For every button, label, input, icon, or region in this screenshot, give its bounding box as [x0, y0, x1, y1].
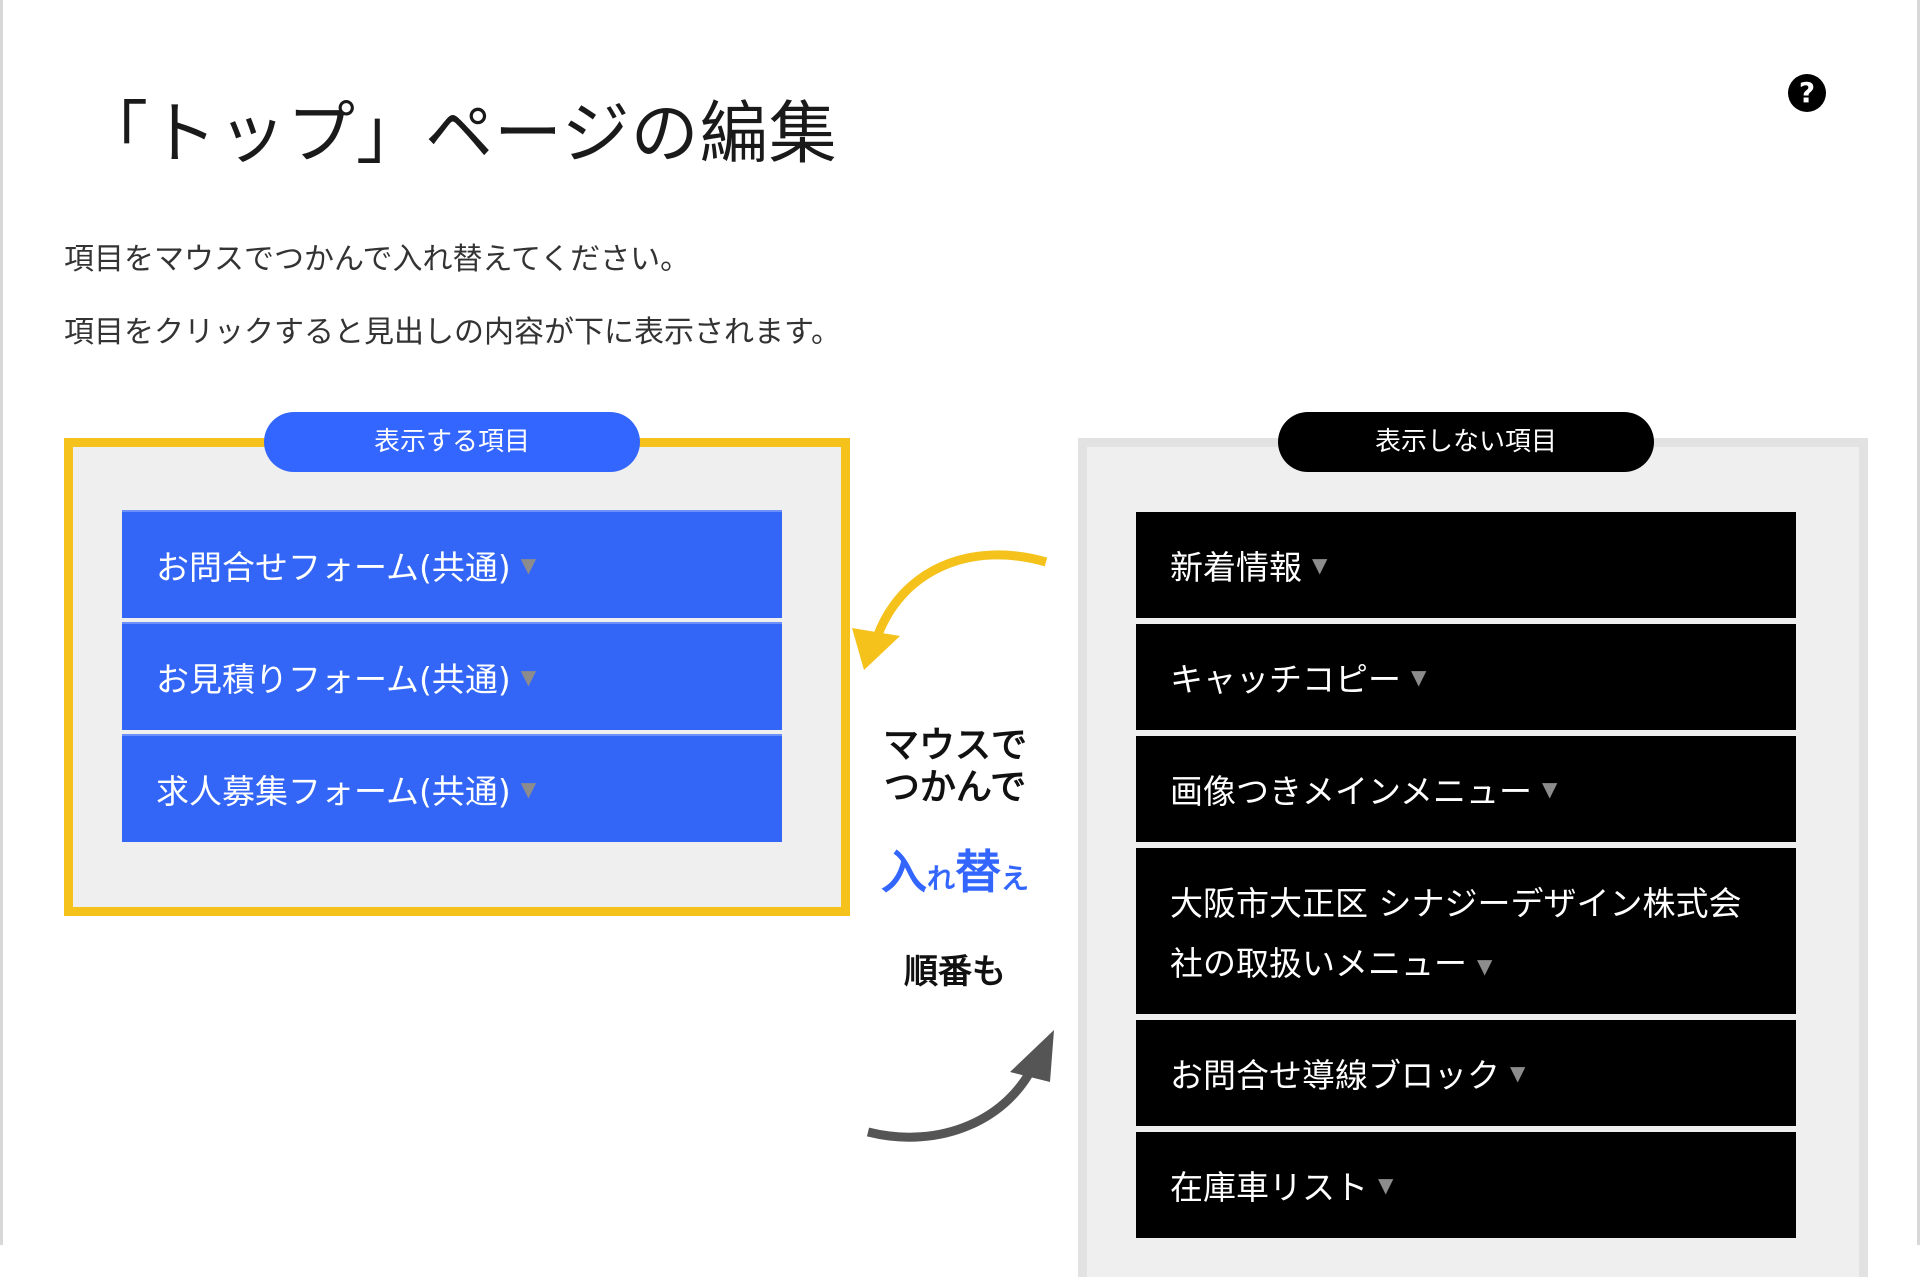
hidden-item[interactable]: 画像つきメインメニュー ▼ — [1136, 736, 1796, 842]
hint-grab: つかんで — [883, 767, 1027, 808]
caret-down-icon: ▼ — [1411, 665, 1427, 689]
hidden-item-label: 大阪市大正区 シナジーデザイン株式会社の取扱いメニュー▼ — [1170, 874, 1750, 996]
page-title: 「トップ」ページの編集 — [80, 95, 838, 174]
caret-down-icon: ▼ — [520, 553, 537, 577]
hidden-item-label: 画像つきメインメニュー — [1170, 772, 1533, 811]
hidden-item[interactable]: 在庫車リスト ▼ — [1136, 1132, 1796, 1238]
help-icon[interactable]: ? — [1788, 74, 1826, 112]
caret-down-icon: ▼ — [1477, 953, 1493, 978]
hidden-item[interactable]: キャッチコピー ▼ — [1136, 624, 1796, 730]
caret-down-icon: ▼ — [1542, 777, 1558, 801]
shown-items-label: 表示する項目 — [264, 412, 640, 472]
shown-item-label: 求人募集フォーム(共通) — [156, 772, 511, 811]
hidden-item-label: お問合せ導線ブロック — [1170, 1056, 1500, 1095]
hint-mouse: マウスで — [882, 725, 1027, 766]
instruction-drag: 項目をマウスでつかんで入れ替えてください。 — [64, 242, 691, 277]
caret-down-icon: ▼ — [1378, 1173, 1394, 1197]
caret-down-icon: ▼ — [520, 665, 537, 689]
window-border-right — [1917, 0, 1920, 1245]
caret-down-icon: ▼ — [1510, 1061, 1526, 1085]
curved-arrow-right-icon — [866, 1030, 1054, 1142]
shown-item[interactable]: 求人募集フォーム(共通) ▼ — [122, 734, 782, 842]
instruction-click: 項目をクリックすると見出しの内容が下に表示されます。 — [64, 315, 841, 350]
hidden-item-label: 在庫車リスト — [1170, 1168, 1368, 1207]
caret-down-icon: ▼ — [520, 777, 537, 801]
hidden-item[interactable]: 大阪市大正区 シナジーデザイン株式会社の取扱いメニュー▼ — [1136, 848, 1796, 1014]
shown-item[interactable]: お見積りフォーム(共通) ▼ — [122, 622, 782, 730]
hidden-item-label: 新着情報 — [1170, 548, 1302, 587]
hidden-items-label: 表示しない項目 — [1278, 412, 1654, 472]
curved-arrow-left-icon — [852, 550, 1048, 670]
hidden-item[interactable]: お問合せ導線ブロック ▼ — [1136, 1020, 1796, 1126]
hint-order: 順番も — [904, 952, 1006, 992]
shown-item-label: お見積りフォーム(共通) — [156, 660, 511, 699]
hidden-item-label: キャッチコピー — [1170, 660, 1401, 699]
shown-item[interactable]: お問合せフォーム(共通) ▼ — [122, 510, 782, 618]
hint-swap: 入れ替え — [880, 845, 1030, 899]
shown-item-label: お問合せフォーム(共通) — [156, 548, 511, 587]
window-border-left — [0, 0, 3, 1245]
hidden-item[interactable]: 新着情報 ▼ — [1136, 512, 1796, 618]
caret-down-icon: ▼ — [1312, 553, 1328, 577]
